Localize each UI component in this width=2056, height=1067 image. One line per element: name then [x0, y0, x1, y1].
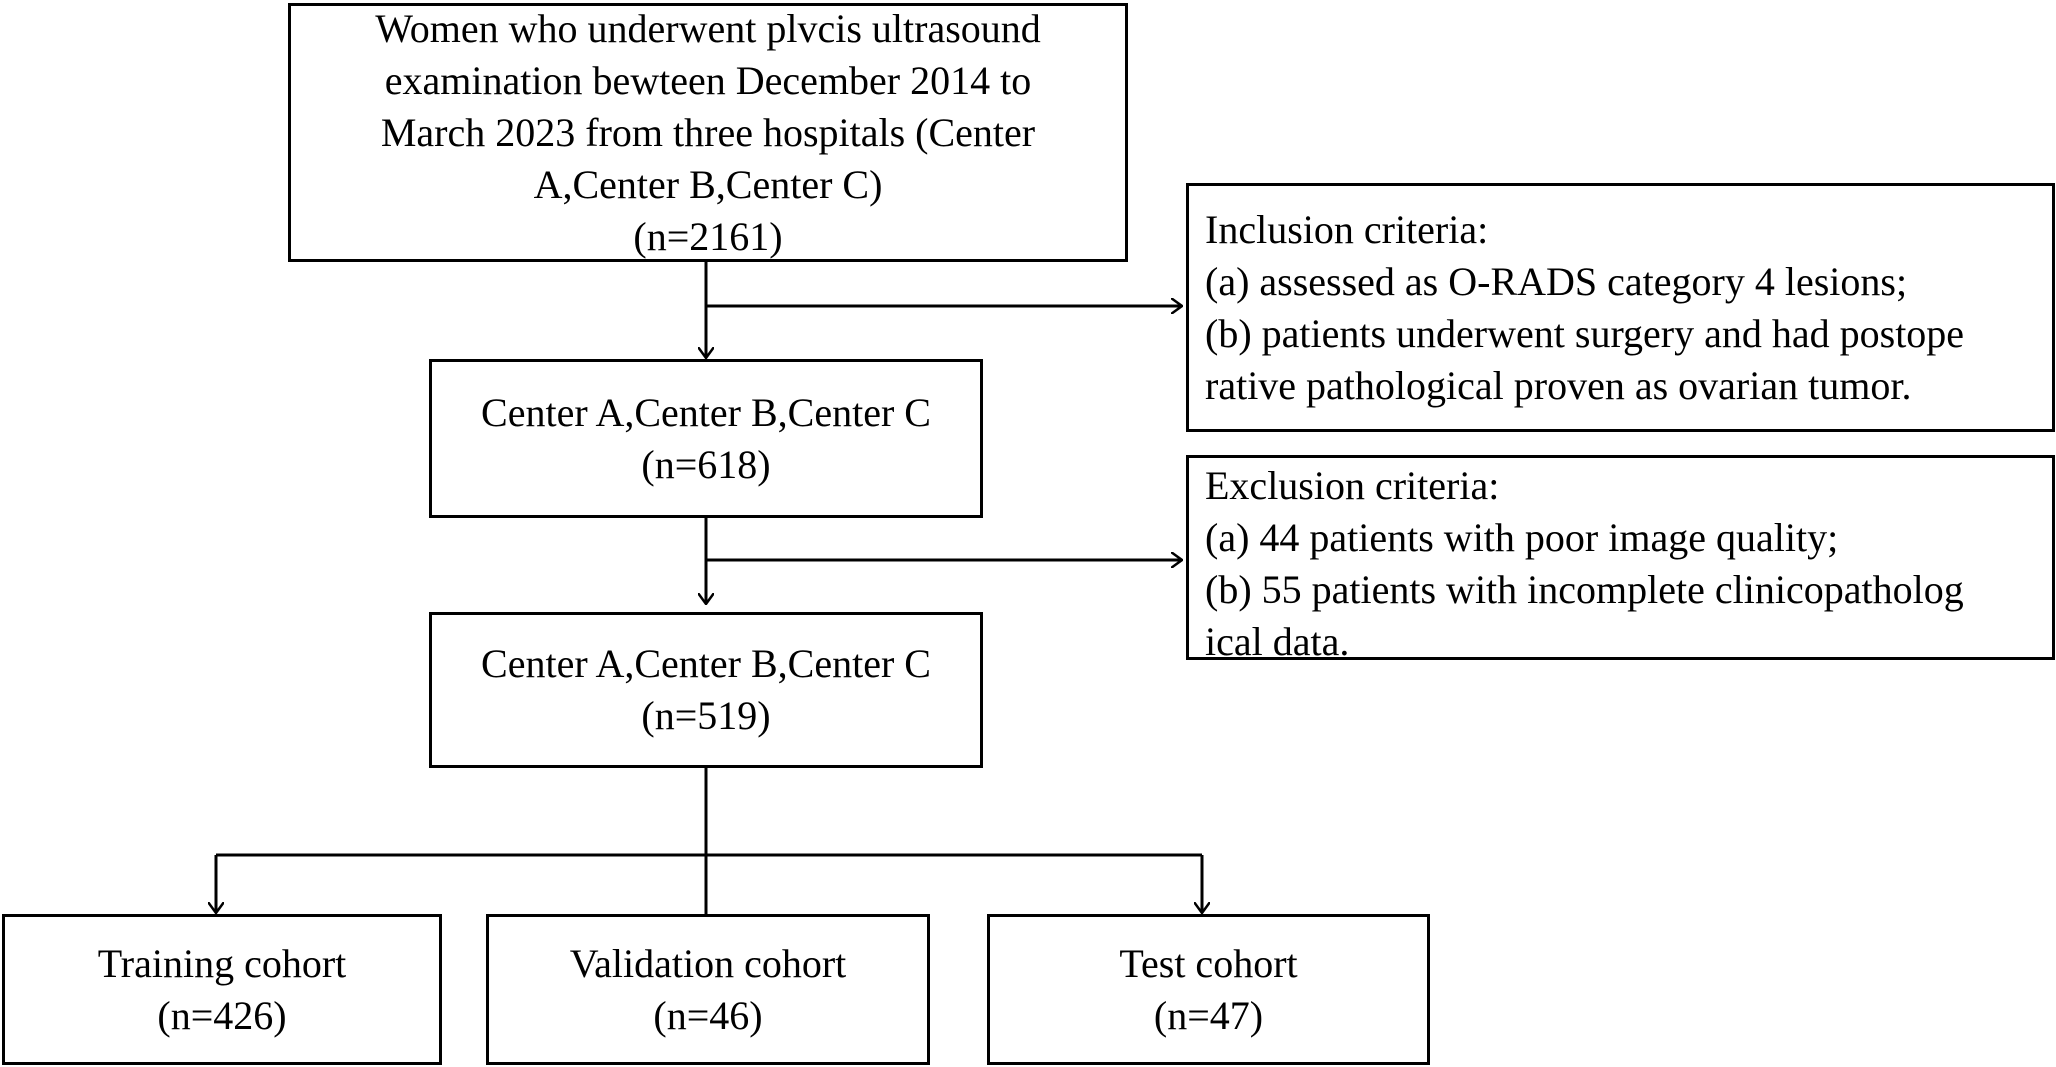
exclusion-heading: Exclusion criteria:: [1205, 463, 1500, 508]
training-label: Training cohort: [97, 940, 347, 986]
initial-line-1: Women who underwent plvcis ultrasound: [375, 5, 1041, 51]
inclusion-item-b-2: rative pathological proven as ovarian tu…: [1205, 363, 1912, 408]
initial-count: (n=2161): [633, 213, 783, 259]
inclusion-item-a: (a) assessed as O-RADS category 4 lesion…: [1205, 259, 1908, 304]
box-test-cohort: Test cohort (n=47): [987, 914, 1430, 1065]
training-count: (n=426): [157, 992, 287, 1038]
initial-line-4: A,Center B,Center C): [533, 161, 883, 207]
exclusion-item-a: (a) 44 patients with poor image quality;: [1205, 515, 1839, 560]
test-count: (n=47): [1153, 992, 1264, 1038]
box-center-519: Center A,Center B,Center C (n=519): [429, 612, 983, 768]
center-618-count: (n=618): [641, 441, 771, 487]
box-initial-population: Women who underwent plvcis ultrasound ex…: [288, 3, 1128, 262]
center-519-label: Center A,Center B,Center C: [481, 641, 931, 686]
box-validation-cohort: Validation cohort (n=46): [486, 914, 930, 1065]
inclusion-item-b-1: (b) patients underwent surgery and had p…: [1205, 311, 1965, 356]
center-519-count: (n=519): [641, 693, 771, 738]
initial-line-3: March 2023 from three hospitals (Center: [380, 109, 1036, 155]
center-618-label: Center A,Center B,Center C: [481, 389, 931, 435]
test-label: Test cohort: [1119, 940, 1298, 986]
validation-label: Validation cohort: [569, 940, 847, 986]
exclusion-item-b-2: ical data.: [1205, 619, 1350, 664]
inclusion-criteria-box: Inclusion criteria: (a) assessed as O-RA…: [1186, 183, 2055, 432]
box-center-618: Center A,Center B,Center C (n=618): [429, 359, 983, 518]
box-training-cohort: Training cohort (n=426): [2, 914, 442, 1065]
exclusion-item-b-1: (b) 55 patients with incomplete clinicop…: [1205, 567, 1964, 612]
initial-line-2: examination bewteen December 2014 to: [384, 57, 1032, 103]
validation-count: (n=46): [653, 992, 763, 1038]
exclusion-criteria-box: Exclusion criteria: (a) 44 patients with…: [1186, 455, 2055, 664]
inclusion-heading: Inclusion criteria:: [1205, 207, 1489, 252]
